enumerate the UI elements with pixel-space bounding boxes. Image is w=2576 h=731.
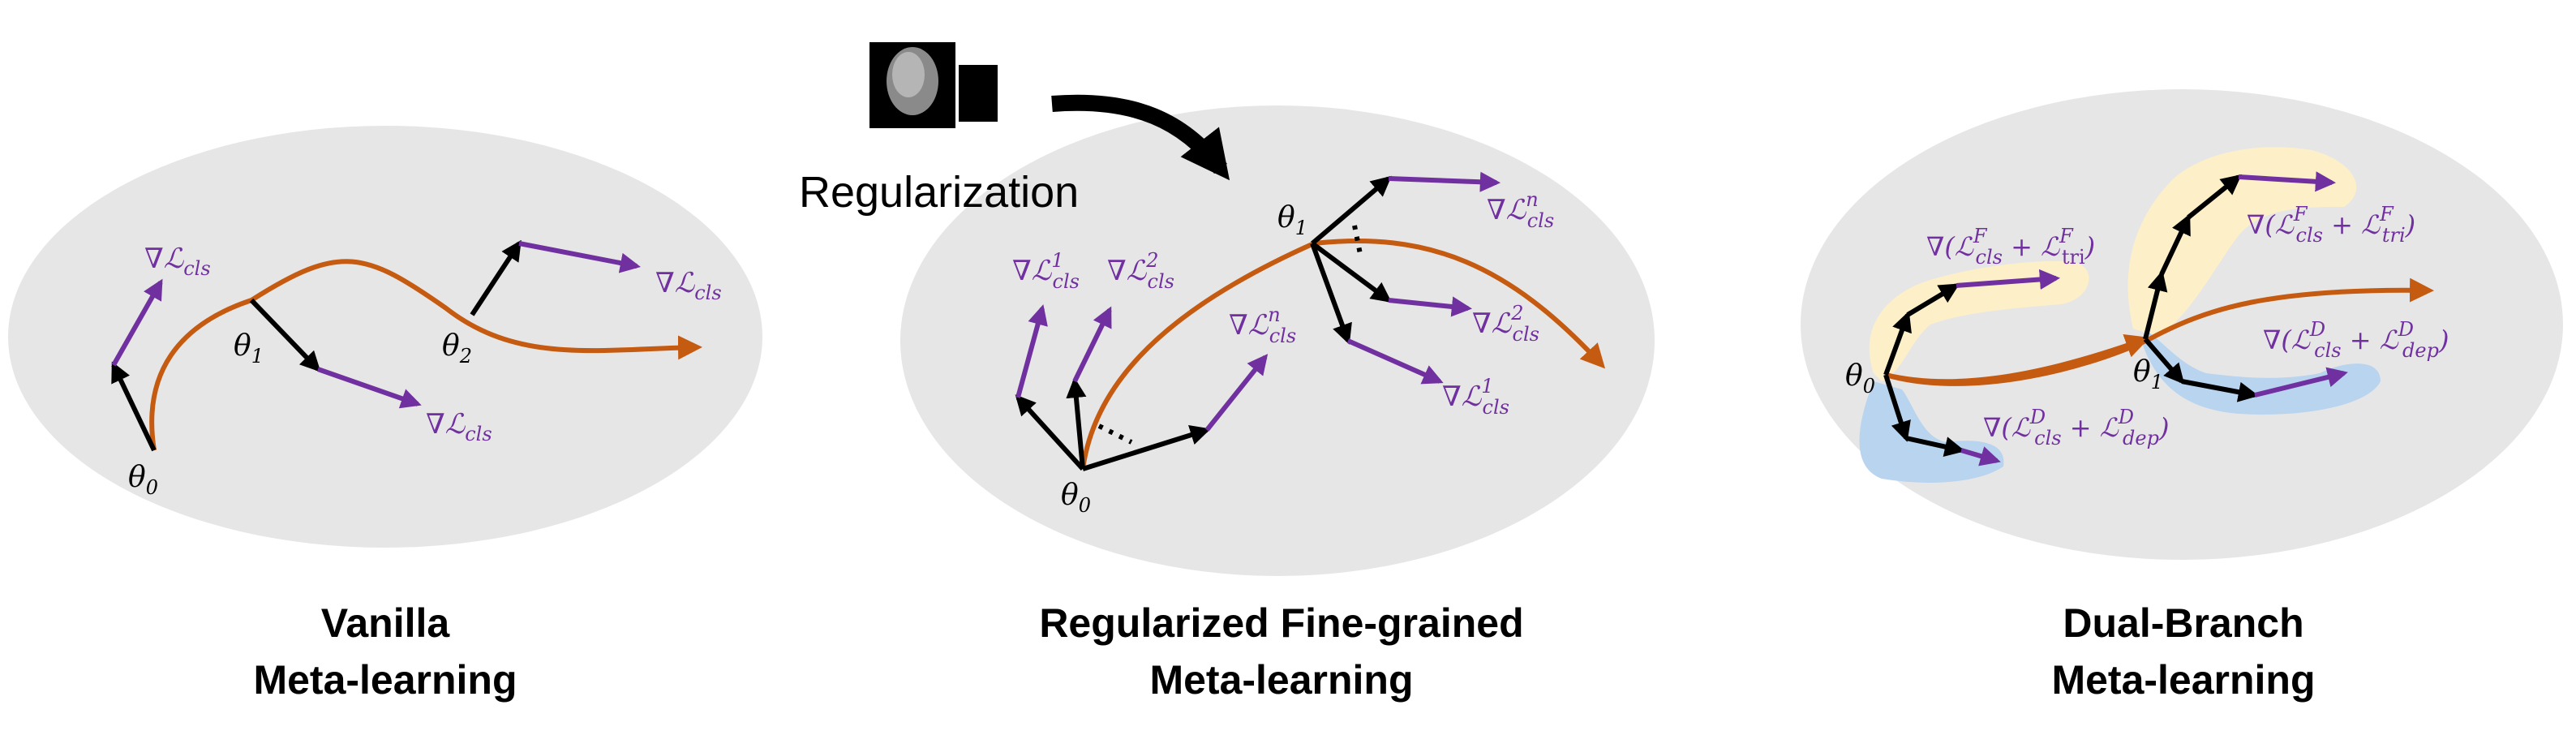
dual-title-line2: Meta-learning xyxy=(2051,657,2315,703)
vanilla-step-arrow xyxy=(111,361,157,452)
regularized-step-arrow xyxy=(1015,394,1085,471)
dual-theta1-label: θ1 xyxy=(2133,355,2163,393)
regularized-grad-arrow xyxy=(1015,304,1048,398)
regularized-title-line1: Regularized Fine-grained xyxy=(1039,600,1523,646)
regularized-grad-arrow xyxy=(1388,171,1501,192)
regularized-grad-arrow xyxy=(1388,296,1473,317)
dual-step-arrow xyxy=(2181,379,2259,402)
dual-step-arrow xyxy=(2187,174,2242,220)
vanilla-trajectory xyxy=(149,259,702,451)
regularization-arrow xyxy=(1051,94,1230,181)
depth-branch-highlight xyxy=(2141,333,2381,415)
regularized-theta1-label: θ1 xyxy=(1277,201,1307,239)
vanilla-title-line2: Meta-learning xyxy=(253,657,517,703)
dual-grad-arrow xyxy=(1956,269,2061,290)
dual-step-arrow xyxy=(1905,436,1965,457)
dual-step-arrow xyxy=(1906,283,1960,317)
regularized-step-arrow xyxy=(1082,425,1211,471)
vanilla-parameter-space xyxy=(8,126,762,548)
vanilla-gradient-label: ∇ℒcls xyxy=(655,267,722,304)
regularized-title-line2: Meta-learning xyxy=(1149,657,1413,703)
regularized-step-arrow xyxy=(1066,376,1087,470)
regularized-step-arrow xyxy=(1311,241,1393,303)
vanilla-panel: ∇ℒcls ∇ℒcls ∇ℒcls θ0 θ1 θ2 Vanilla Meta-… xyxy=(8,126,762,703)
feature-branch-highlight xyxy=(2127,147,2357,337)
dual-step-arrow xyxy=(2143,338,2185,385)
dual-step-arrow xyxy=(2159,213,2191,276)
vanilla-gradient-label: ∇ℒcls xyxy=(144,243,211,280)
vanilla-grad-arrow xyxy=(317,367,422,409)
vanilla-theta1-label: θ1 xyxy=(234,329,264,368)
regularized-parameter-space xyxy=(900,105,1655,576)
feature-branch-highlight xyxy=(1869,260,2089,381)
vanilla-step-arrow xyxy=(470,239,522,316)
regularized-grad-arrow xyxy=(1204,354,1269,432)
dual-grad-arrow xyxy=(2254,367,2348,398)
dual-grad-arrow xyxy=(1960,446,2001,467)
dual-grad-arrow xyxy=(2238,171,2337,192)
dual-step-arrow xyxy=(1883,374,1911,442)
regularization-label: Regularization xyxy=(799,168,1079,217)
vanilla-step-arrow xyxy=(249,298,321,372)
regularized-theta0-label: θ0 xyxy=(1061,479,1091,517)
face-depth-map-icon xyxy=(866,39,998,131)
dual-theta0-label: θ0 xyxy=(1845,359,1875,398)
vanilla-title-line1: Vanilla xyxy=(321,600,451,646)
dual-title-line1: Dual-Branch xyxy=(2063,600,2303,646)
vanilla-grad-arrow xyxy=(111,278,163,367)
dual-step-arrow xyxy=(2143,270,2168,340)
regularized-step-arrow xyxy=(1311,175,1392,246)
regularized-step-arrow xyxy=(1310,242,1352,345)
regularized-grad-arrow xyxy=(1072,306,1112,383)
dual-step-arrow xyxy=(1883,311,1912,376)
dual-trajectory xyxy=(1885,333,2150,385)
vanilla-grad-arrow xyxy=(518,241,641,273)
regularized-grad-arrow xyxy=(1346,338,1444,385)
vanilla-gradient-label: ∇ℒcls xyxy=(426,408,492,445)
vanilla-theta0-label: θ0 xyxy=(128,461,158,499)
vanilla-theta2-label: θ2 xyxy=(442,329,472,368)
